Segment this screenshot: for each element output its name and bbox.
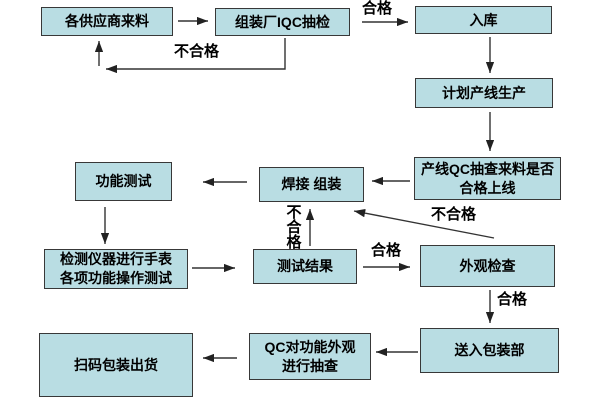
node-send-packing: 送入包装部 — [420, 328, 559, 373]
label-fail-result: 不合格 — [286, 204, 302, 251]
node-visual-inspection: 外观检查 — [420, 245, 555, 287]
node-assembly-iqc: 组装厂IQC抽检 — [215, 8, 350, 36]
node-line-qc-check: 产线QC抽查来料是否 合格上线 — [414, 157, 561, 200]
node-supplier-incoming: 各供应商来料 — [41, 7, 173, 36]
node-qc-sampling: QC对功能外观 进行抽查 — [249, 333, 371, 380]
label-pass-result: 合格 — [371, 242, 402, 259]
node-warehouse: 入库 — [415, 6, 552, 34]
node-scan-pack-ship: 扫码包装出货 — [39, 333, 193, 397]
node-weld-assemble: 焊接 组装 — [259, 167, 364, 202]
label-pass-visual: 合格 — [497, 291, 528, 308]
node-test-result: 测试结果 — [253, 249, 357, 284]
arrow-iqc-fail-return — [106, 38, 286, 74]
arrow-visual-fail-to-weld — [353, 208, 495, 239]
label-fail-visual: 不合格 — [431, 206, 477, 223]
node-plan-production: 计划产线生产 — [415, 78, 553, 108]
node-function-test: 功能测试 — [75, 162, 172, 201]
label-pass-iqc: 合格 — [362, 0, 393, 17]
node-instrument-test: 检测仪器进行手表 各项功能操作测试 — [44, 249, 188, 289]
label-fail-iqc: 不合格 — [174, 43, 220, 60]
